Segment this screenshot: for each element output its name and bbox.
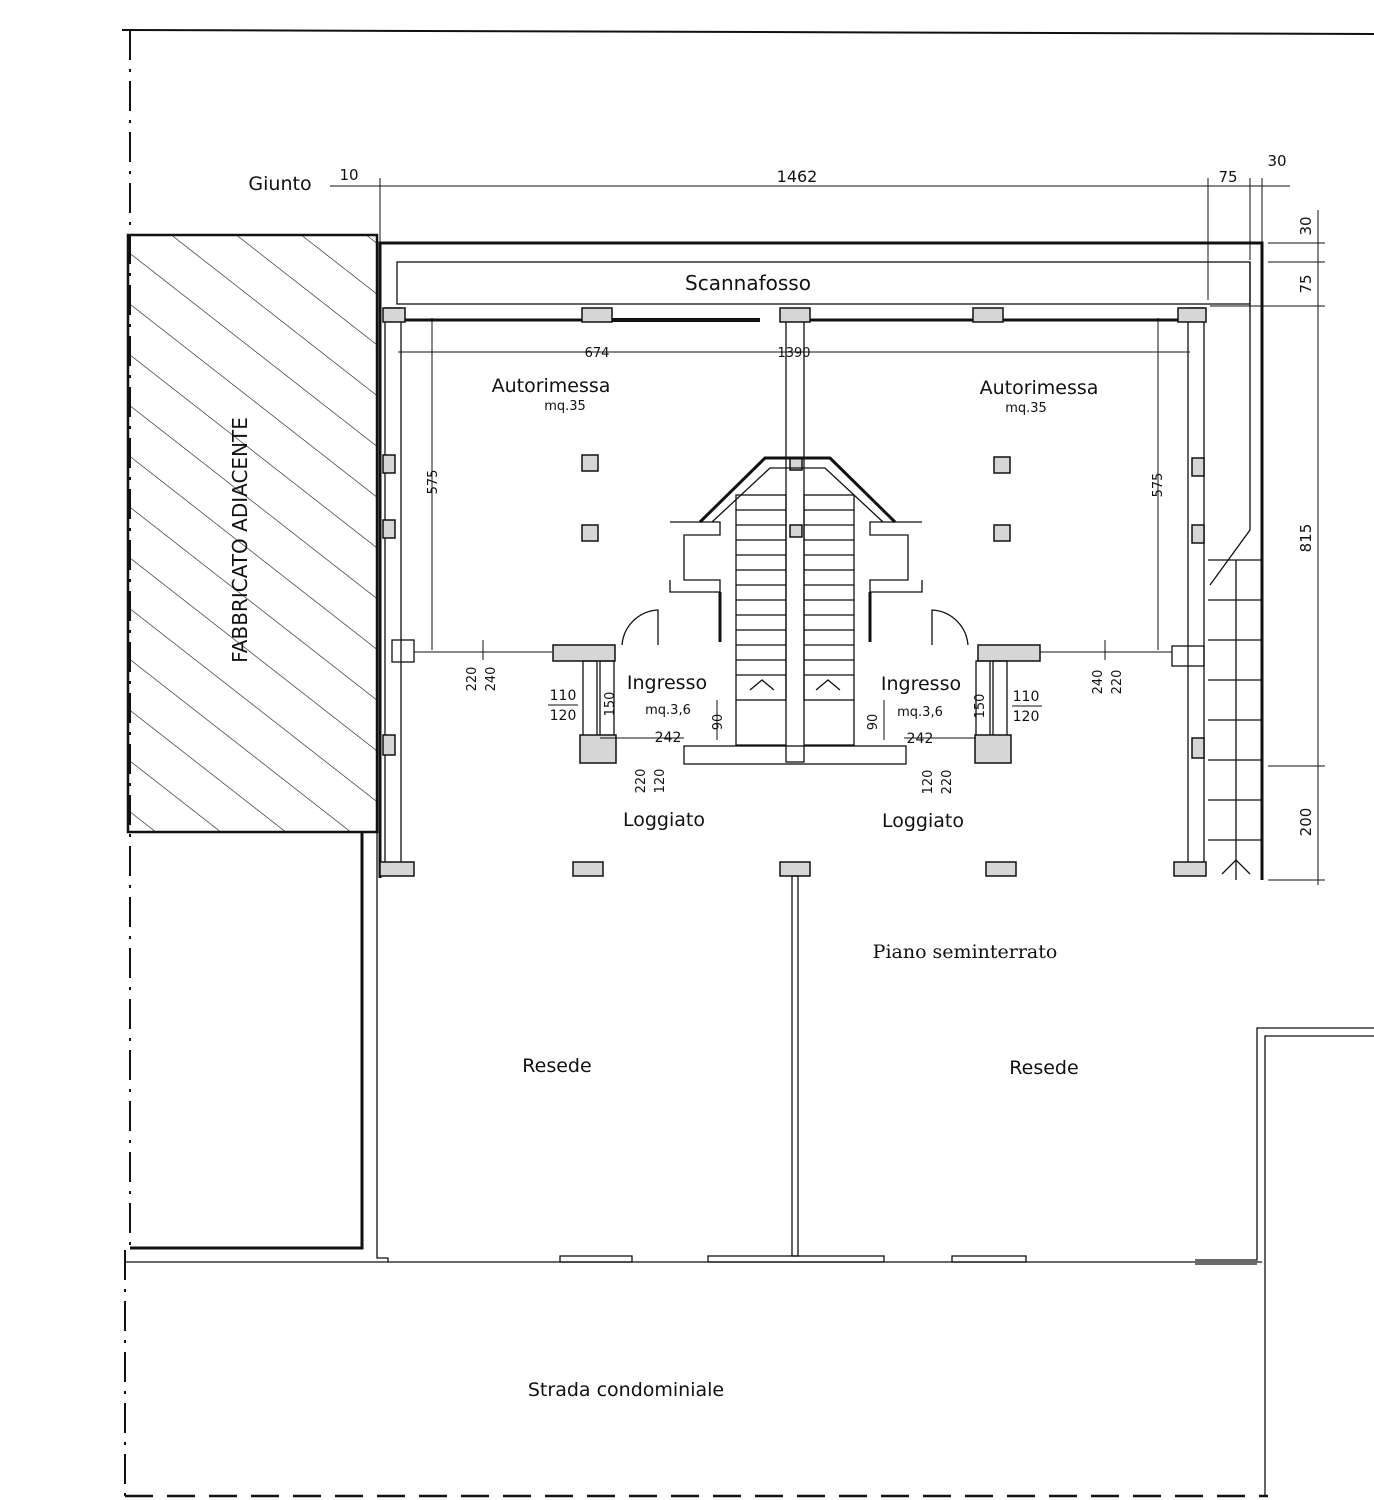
dim-side-30: 30 <box>1297 216 1315 235</box>
entrance-left-label: Ingresso <box>627 672 707 694</box>
staircase <box>669 456 923 746</box>
scannafosso-channel <box>396 261 1251 305</box>
entrance-right-label: Ingresso <box>881 673 961 695</box>
dim-r-120: 120 <box>1013 709 1040 725</box>
left-yard-fence <box>130 832 389 1262</box>
dim-r-90: 90 <box>866 714 881 731</box>
entrance-right-area: mq.3,6 <box>897 705 943 720</box>
dim-inner-1390: 1390 <box>777 346 810 361</box>
dim-side-75: 75 <box>1297 274 1315 293</box>
columns <box>379 307 1207 877</box>
dim-r-120b: 120 <box>921 770 936 795</box>
entrance-left-area: mq.3,6 <box>645 703 691 718</box>
yard-right-label: Resede <box>1009 1057 1078 1079</box>
dim-right-75: 75 <box>1218 168 1237 186</box>
dim-right-30: 30 <box>1267 152 1286 170</box>
road-label: Strada condominiale <box>528 1379 724 1401</box>
dim-giunto: 10 <box>339 166 358 184</box>
adjacent-building-label: FABBRICATO ADIACENTE <box>228 417 252 663</box>
right-enclosure <box>1195 1027 1374 1496</box>
dim-l-110: 110 <box>550 688 577 704</box>
room-labels: Giunto Autorimessa mq.35 Autorimessa mq.… <box>248 173 1098 1401</box>
dim-r-242: 242 <box>907 731 934 747</box>
entrance-right <box>931 609 1041 764</box>
garage-left-label: Autorimessa <box>492 375 611 397</box>
dimension-lines <box>330 178 1325 885</box>
dim-side-200: 200 <box>1297 808 1315 837</box>
dim-r-240: 240 <box>1091 670 1106 695</box>
building-outline: Scannafosso <box>378 241 1264 880</box>
dim-l-150: 150 <box>603 692 618 717</box>
entrance-left <box>552 609 907 765</box>
loggia-right-label: Loggiato <box>882 810 964 832</box>
adjacent-building: FABBRICATO ADIACENTE <box>126 233 379 834</box>
dim-total-width: 1462 <box>777 167 818 186</box>
scannafosso-label: Scannafosso <box>685 271 811 295</box>
dim-right-575: 575 <box>1151 473 1166 498</box>
dim-left-575: 575 <box>426 470 441 495</box>
dim-inner-674: 674 <box>585 346 610 361</box>
dim-l-90: 90 <box>711 714 726 731</box>
dim-l-220: 220 <box>465 667 480 692</box>
dim-l-242: 242 <box>655 730 682 746</box>
dim-r-220: 220 <box>1110 670 1125 695</box>
exterior-ramp <box>1208 559 1262 880</box>
dim-r-150: 150 <box>973 694 988 719</box>
dim-l-120: 120 <box>550 708 577 724</box>
dimension-values: 10 1462 75 30 30 75 815 200 674 1390 575… <box>339 152 1315 836</box>
yard-left-label: Resede <box>522 1055 591 1077</box>
giunto-label: Giunto <box>248 173 311 195</box>
dim-l-220b: 220 <box>634 769 649 794</box>
loggia-left-label: Loggiato <box>623 809 705 831</box>
dim-l-120b: 120 <box>653 769 668 794</box>
floor-title: Piano seminterrato <box>873 941 1058 963</box>
property-boundary <box>121 29 1374 1498</box>
dim-r-110: 110 <box>1013 689 1040 705</box>
dim-l-240: 240 <box>484 667 499 692</box>
yard-divisions <box>559 875 1027 1263</box>
garage-right-area: mq.35 <box>1005 401 1047 416</box>
dim-side-815: 815 <box>1297 524 1315 553</box>
garage-right-label: Autorimessa <box>980 377 1099 399</box>
garage-left-area: mq.35 <box>544 399 586 414</box>
dim-r-220b: 220 <box>940 770 955 795</box>
